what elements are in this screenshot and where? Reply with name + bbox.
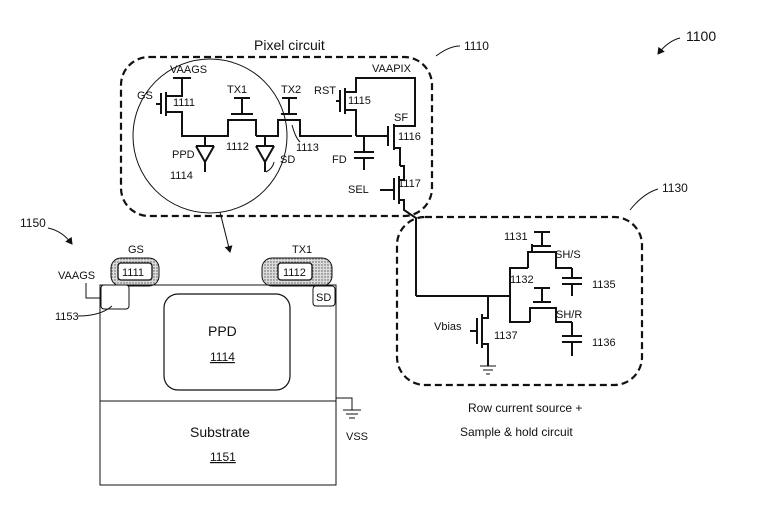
substrate-body [99, 284, 337, 486]
svg-text:VAAGS: VAAGS [170, 64, 207, 76]
svg-text:VSS: VSS [346, 431, 368, 443]
svg-text:Substrate: Substrate [190, 424, 250, 440]
transistor-1117: SEL 1117 [348, 165, 421, 296]
ppd-region [163, 293, 291, 391]
pixel-circuit-box [119, 55, 434, 218]
svg-text:TX2: TX2 [281, 84, 301, 96]
svg-text:SH/R: SH/R [556, 309, 582, 321]
svg-text:VAAGS: VAAGS [58, 270, 95, 282]
svg-text:1116: 1116 [398, 131, 421, 143]
svg-text:1114: 1114 [210, 350, 235, 364]
svg-text:1114: 1114 [170, 170, 193, 182]
svg-text:PPD: PPD [208, 323, 237, 339]
svg-text:SF: SF [394, 112, 408, 124]
svg-text:RST: RST [314, 85, 336, 97]
row-circuit: 1130 Vbias 1137 1131 SH/S 1135 1132 SH/R… [395, 181, 688, 439]
svg-text:PPD: PPD [172, 149, 195, 161]
transistor-tx1: TX1 1112 [205, 84, 257, 153]
cross-section: 1150 1111 GS 1112 TX1 VAAGS 1153 SD PPD … [20, 216, 368, 486]
row-circuit-caption-1: Row current source + [468, 401, 582, 415]
pixel-circuit-ref: 1110 [464, 39, 489, 53]
svg-text:SH/S: SH/S [555, 249, 581, 261]
photodiode-ppd: PPD 1114 [170, 136, 215, 182]
svg-text:GS: GS [128, 244, 144, 256]
pixel-circuit: Pixel circuit 1110 VAAGS GS 1111 PPD 111… [119, 37, 489, 296]
pixel-circuit-title: Pixel circuit [254, 37, 325, 53]
svg-text:1132: 1132 [510, 274, 534, 286]
row-circuit-box [395, 215, 644, 387]
svg-text:1111: 1111 [122, 267, 144, 279]
svg-text:1113: 1113 [296, 142, 319, 154]
svg-text:TX1: TX1 [292, 244, 312, 256]
svg-text:SD: SD [280, 154, 295, 166]
transistor-1111: VAAGS GS 1111 [137, 64, 207, 137]
transistor-1115: RST 1115 VAAPIX [314, 63, 416, 136]
svg-text:1151: 1151 [210, 450, 236, 464]
svg-text:FD: FD [332, 154, 347, 166]
svg-text:VAAPIX: VAAPIX [372, 63, 412, 75]
figure-number-callout: 1100 [657, 28, 716, 55]
capacitor-fd: FD [332, 136, 374, 170]
svg-text:GS: GS [137, 90, 153, 102]
svg-text:1131: 1131 [504, 231, 528, 243]
svg-text:TX1: TX1 [227, 84, 247, 96]
svg-text:SD: SD [316, 292, 331, 304]
figure-number: 1100 [686, 28, 716, 44]
cross-section-ref: 1150 [20, 216, 46, 230]
detail-arrow [219, 211, 233, 253]
svg-text:1112: 1112 [283, 267, 306, 279]
svg-text:1136: 1136 [592, 337, 616, 349]
svg-text:SEL: SEL [348, 184, 369, 196]
row-circuit-ref: 1130 [662, 181, 688, 195]
svg-text:1117: 1117 [398, 178, 421, 190]
transistor-tx2: TX2 1113 [256, 84, 352, 154]
svg-text:1115: 1115 [348, 95, 371, 107]
svg-text:1135: 1135 [592, 279, 616, 291]
svg-text:1111: 1111 [173, 97, 195, 109]
svg-text:Vbias: Vbias [434, 321, 462, 333]
svg-text:1153: 1153 [55, 311, 79, 323]
transistor-1116: SF 1116 [356, 112, 421, 166]
row-circuit-caption-2: Sample & hold circuit [460, 425, 573, 439]
diode-sd: SD [255, 136, 295, 173]
svg-text:1112: 1112 [226, 141, 249, 153]
svg-text:1137: 1137 [494, 330, 518, 342]
detail-circle [132, 58, 288, 214]
